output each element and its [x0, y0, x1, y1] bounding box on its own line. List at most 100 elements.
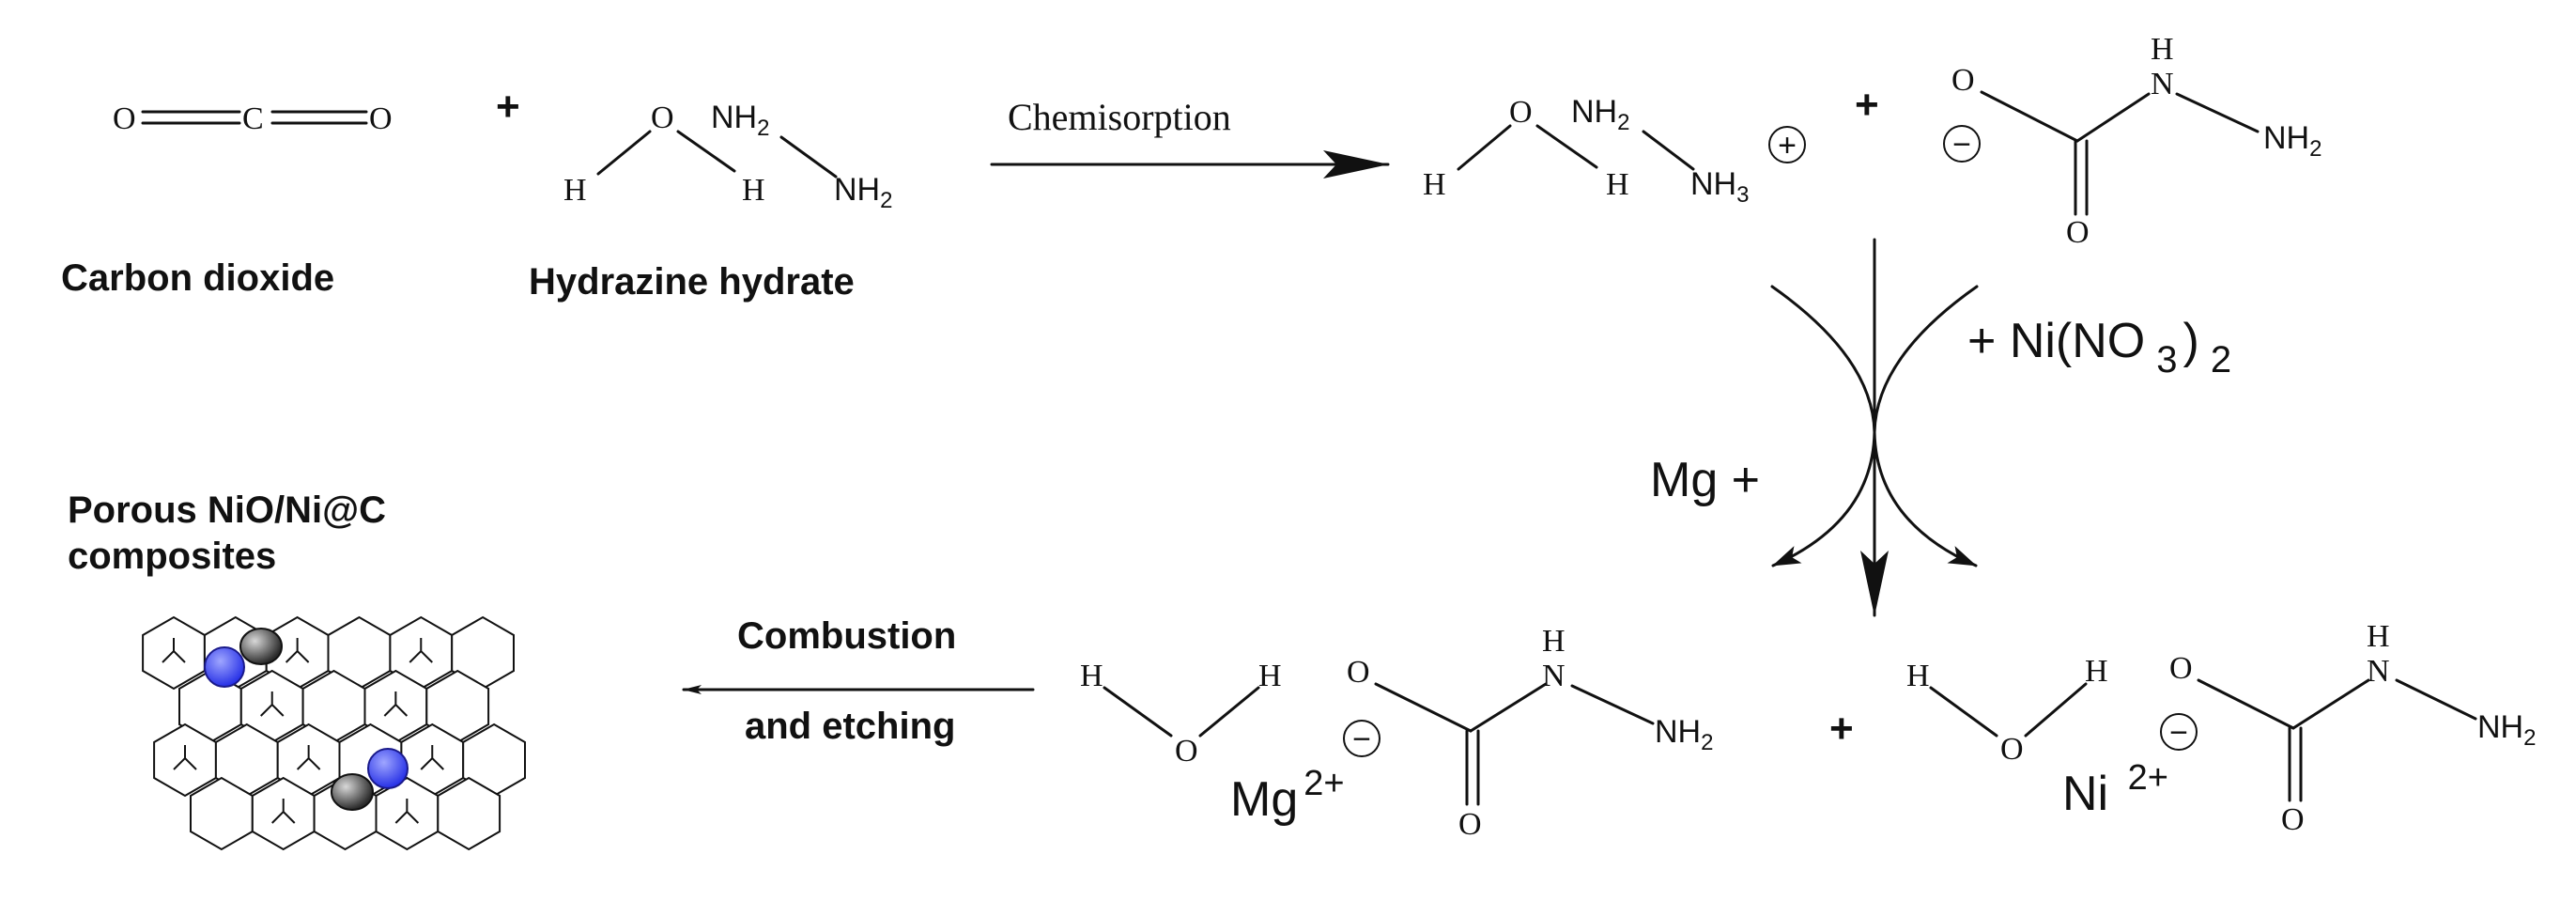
lattice-inner-mark	[383, 691, 409, 717]
hh-nh2-bottom: NH2	[834, 172, 892, 213]
carbazate-anion: − O O H N NH2	[1943, 32, 2321, 250]
carbazate-nh2: NH2	[2263, 120, 2321, 162]
co2-caption: Carbon dioxide	[61, 257, 334, 299]
ni-negative-charge-circle	[2160, 713, 2198, 751]
co2-carbon: C	[242, 101, 264, 136]
mg-hydrogen: H	[1542, 624, 1566, 659]
mg-water-bond	[1198, 686, 1260, 738]
mg-nitrogen: N	[1542, 659, 1566, 693]
plus-sign-1: +	[496, 84, 520, 130]
cation-bond	[1642, 130, 1695, 171]
lattice-inner-mark	[260, 691, 285, 717]
carbazate-bond	[2175, 92, 2260, 133]
hh-bond	[779, 135, 838, 179]
mg-negative-charge-circle	[1343, 720, 1381, 757]
hh-nh2-top: NH2	[711, 100, 769, 141]
ni-ion: Ni 2+	[2062, 758, 2168, 821]
cation-nh2: NH2	[1571, 94, 1629, 135]
co2-oxygen-left: O	[113, 101, 136, 136]
mg-carbazate-bond	[1374, 682, 1473, 733]
negative-charge-circle	[1943, 125, 1981, 163]
ni-hydrogen: H	[2367, 619, 2390, 654]
cation-hydrogen-mid: H	[1606, 167, 1629, 202]
lattice-inner-mark	[173, 745, 197, 770]
ni-carbazate-bond	[2291, 678, 2370, 730]
lattice-inner-mark	[420, 745, 444, 770]
hydrazine-caption: Hydrazine hydrate	[529, 261, 855, 303]
carbazate-nitrogen: N	[2151, 67, 2174, 101]
cation-oxygen: O	[1509, 95, 1533, 130]
oxygen-atom-sphere	[331, 773, 374, 811]
mg-water-hydrogen-right: H	[1258, 659, 1282, 693]
cation-hydrogen-left: H	[1423, 167, 1446, 202]
oxygen-atom-sphere	[239, 628, 283, 665]
nickel-atom-sphere	[204, 646, 245, 688]
cation-nh3: NH3	[1690, 166, 1749, 208]
carbazate-hydrogen: H	[2151, 32, 2174, 67]
oxygen-atom-sphere	[239, 628, 283, 665]
outgoing-curve-left	[1771, 430, 1876, 567]
incoming-curve-right	[1873, 285, 1979, 434]
magnesium-reagent: Mg +	[1650, 453, 1760, 507]
ni-nitrogen: N	[2367, 654, 2390, 689]
lattice-inner-mark	[271, 799, 296, 824]
mg-oxygen-top: O	[1347, 655, 1370, 690]
mg-water-oxygen: O	[1175, 734, 1198, 769]
chemisorption-label: Chemisorption	[1008, 96, 1231, 138]
ni-water-bond	[1929, 686, 1998, 738]
carbazate-oxygen-bottom: O	[2066, 215, 2090, 250]
carbon-dioxide-molecule: O C O	[113, 101, 393, 136]
ni-negative-charge-sign: −	[2169, 715, 2188, 751]
cation-bond	[1535, 124, 1598, 169]
hydrazinium-cation: O H H NH2 NH3 +	[1423, 94, 1806, 208]
positive-charge-circle	[1768, 126, 1806, 163]
co2-oxygen-right: O	[369, 101, 393, 136]
ni-carbazate-bond	[2395, 678, 2477, 721]
mg-carbazate-bond	[1570, 684, 1655, 725]
lattice-inner-mark	[394, 799, 420, 824]
carbazate-bond	[1980, 90, 2079, 143]
ni-nh2: NH2	[2477, 709, 2536, 751]
ni-water-bond	[2024, 682, 2088, 738]
lattice-hexagon	[425, 669, 490, 744]
mg-oxygen-bottom: O	[1458, 807, 1482, 842]
composite-title: Porous NiO/Ni@C	[68, 489, 386, 531]
porous-carbon-lattice	[142, 615, 526, 851]
lattice-hexagon	[462, 722, 526, 798]
hh-bond	[676, 130, 736, 173]
lattice-hexagon	[451, 615, 515, 691]
mg-water-bond	[1103, 686, 1173, 738]
outgoing-curve-right	[1873, 430, 1978, 567]
ni-carbazate-bond	[2197, 678, 2295, 730]
mg-carbazate-bond	[1469, 682, 1548, 733]
lattice-inner-mark	[409, 638, 433, 663]
incoming-curve-left	[1770, 285, 1876, 434]
cation-bond	[1457, 124, 1512, 171]
ni-water-hydrogen-left: H	[1906, 659, 1930, 693]
lattice-hexagon	[437, 776, 501, 851]
hh-oxygen: O	[651, 101, 674, 135]
combustion-label: Combustion	[737, 615, 956, 657]
plus-sign-3: +	[1829, 706, 1854, 752]
negative-charge-sign: −	[1952, 127, 1971, 163]
lattice-inner-mark	[162, 638, 186, 663]
oxygen-atom-sphere	[331, 773, 374, 811]
ni-water-hydrogen-right: H	[2085, 654, 2108, 689]
ni-carbazate-product: H H O − O O H N NH2 Ni 2+	[1906, 619, 2536, 837]
etching-label: and etching	[745, 706, 955, 747]
hh-hydrogen-left: H	[563, 173, 587, 208]
ni-water-oxygen: O	[2000, 732, 2024, 767]
nickel-atom-sphere	[367, 748, 409, 789]
carbazate-bond	[2075, 92, 2151, 143]
hh-hydrogen-mid: H	[742, 173, 765, 208]
ni-oxygen-top: O	[2169, 651, 2193, 686]
carbazate-oxygen-top: O	[1951, 63, 1975, 98]
ni-oxygen-bottom: O	[2281, 802, 2305, 837]
mg-water-hydrogen-left: H	[1080, 659, 1103, 693]
lattice-inner-mark	[296, 745, 321, 770]
nickel-atom-sphere	[367, 748, 409, 789]
hh-bond	[596, 130, 652, 176]
